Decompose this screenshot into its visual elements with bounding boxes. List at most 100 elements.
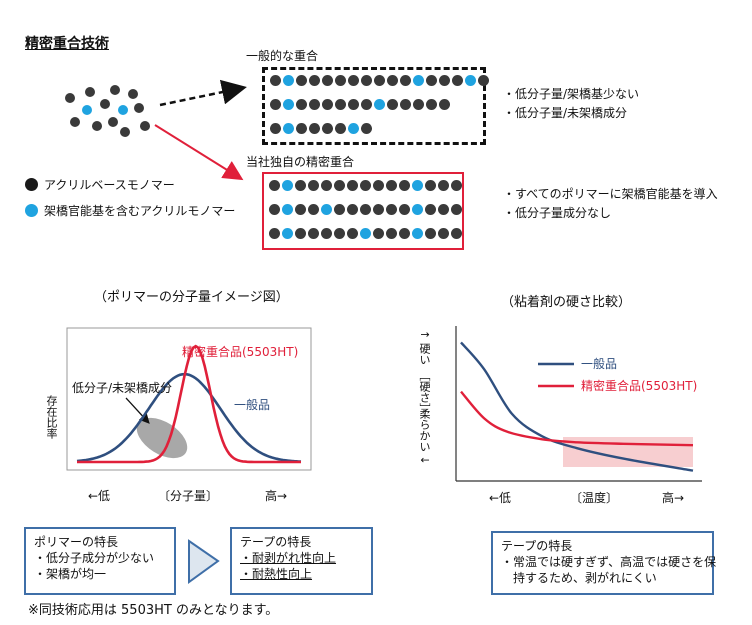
base-monomer-dot — [373, 228, 384, 239]
base-monomer-dot — [296, 123, 307, 134]
chart2-x-low: ←低 — [489, 491, 512, 505]
base-monomer-dot — [425, 228, 436, 239]
base-monomer-dot — [451, 180, 462, 191]
base-monomer-dot — [399, 204, 410, 215]
crosslink-monomer-icon — [25, 204, 38, 217]
base-monomer-dot — [373, 180, 384, 191]
base-monomer-dot — [296, 99, 307, 110]
base-monomer-dot — [347, 180, 358, 191]
base-monomer-dot — [308, 204, 319, 215]
chart1-xlabel: 〔分子量〕 — [158, 489, 219, 503]
polymer-feature-item: ・低分子成分が少ない — [34, 551, 155, 565]
chart2-xlabel: 〔温度〕 — [570, 491, 619, 505]
monomer-cluster — [60, 85, 155, 145]
crosslink-monomer-dot — [283, 75, 294, 86]
chart1-annotation: 低分子/未架橋成分 — [72, 381, 173, 395]
base-monomer-dot — [335, 99, 346, 110]
crosslink-monomer-dot — [465, 75, 476, 86]
base-monomer-dot — [438, 180, 449, 191]
polymer-chain — [270, 75, 489, 86]
tape-feature-item: ・耐熱性向上 — [240, 567, 313, 581]
proprietary-note: ・低分子量成分なし — [503, 206, 612, 220]
crosslink-monomer-dot — [360, 228, 371, 239]
tape-features-2-title: テープの特長 — [501, 539, 573, 553]
tape-features-box: テープの特長 ・耐剥がれ性向上 ・耐熱性向上 — [230, 527, 373, 595]
base-monomer-dot — [400, 99, 411, 110]
base-monomer-dot — [308, 180, 319, 191]
base-monomer-dot — [386, 204, 397, 215]
chart2-series-line — [460, 341, 694, 472]
tape-feature-2-text: 持するため、剥がれにくい — [501, 571, 657, 585]
base-monomer-dot — [425, 180, 436, 191]
crosslink-monomer-dot — [321, 204, 332, 215]
proprietary-chain-box — [262, 172, 464, 250]
polymer-chain — [270, 99, 450, 110]
crosslink-monomer-dot — [282, 228, 293, 239]
base-monomer-dot — [387, 75, 398, 86]
chart2-x-high: 高→ — [662, 491, 685, 505]
base-monomer-dot — [439, 75, 450, 86]
crosslink-monomer-dot — [282, 204, 293, 215]
crosslink-monomer-dot — [374, 99, 385, 110]
base-monomer-dot — [373, 204, 384, 215]
general-notes: ・低分子量/架橋基少ない ・低分子量/未架橋成分 — [503, 85, 639, 123]
base-monomer-dot — [426, 75, 437, 86]
polymer-chain — [269, 228, 462, 239]
base-monomer-dot — [334, 228, 345, 239]
legend-crosslink-label: 架橋官能基を含むアクリルモノマー — [44, 204, 236, 218]
tape-feature-item: ・耐剥がれ性向上 — [240, 551, 337, 565]
legend-base-label: アクリルベースモノマー — [44, 178, 175, 192]
crosslink-monomer-dot — [413, 75, 424, 86]
base-monomer-dot — [309, 99, 320, 110]
tape-feature-2-item: 持するため、剥がれにくい — [501, 570, 704, 586]
page-title: 精密重合技術 — [25, 36, 109, 52]
crosslink-monomer-dot — [348, 123, 359, 134]
base-monomer-dot — [296, 75, 307, 86]
base-monomer-dot — [347, 228, 358, 239]
base-monomer-dot — [269, 180, 280, 191]
base-monomer-dot — [321, 180, 332, 191]
base-monomer-dot — [295, 180, 306, 191]
base-monomer-dot — [322, 99, 333, 110]
chart1-legend-precision: 精密重合品(5503HT) — [182, 345, 299, 359]
base-monomer-dot — [348, 75, 359, 86]
base-monomer-dot — [360, 180, 371, 191]
polymer-chain — [270, 123, 372, 134]
base-monomer-dot — [295, 228, 306, 239]
base-monomer-dot — [451, 204, 462, 215]
base-monomer-dot — [269, 228, 280, 239]
base-monomer-dot — [386, 228, 397, 239]
base-monomer-dot — [270, 123, 281, 134]
base-monomer-dot — [309, 123, 320, 134]
base-monomer-dot — [361, 75, 372, 86]
base-monomer-dot — [322, 75, 333, 86]
base-monomer-dot — [361, 123, 372, 134]
base-monomer-dot — [439, 99, 450, 110]
proprietary-label: 当社独自の精密重合 — [246, 155, 355, 169]
base-monomer-dot — [360, 204, 371, 215]
chart1-ylabel: 存在比率 — [45, 395, 58, 439]
crosslink-monomer-dot — [282, 180, 293, 191]
base-monomer-dot — [335, 123, 346, 134]
chart2-ylabel-low: 柔らかい ↓ — [418, 408, 431, 465]
crosslink-monomer-dot — [412, 228, 423, 239]
base-monomer-dot — [399, 180, 410, 191]
base-monomer-dot — [400, 75, 411, 86]
chart2-legend-general: 一般品 — [581, 357, 618, 371]
base-monomer-dot — [452, 75, 463, 86]
base-monomer-dot — [334, 204, 345, 215]
crosslink-monomer-dot — [412, 180, 423, 191]
polymer-feature-item: ・架橋が均一 — [34, 567, 107, 581]
base-monomer-dot — [386, 180, 397, 191]
base-monomer-dot — [270, 99, 281, 110]
chart2-ylabel-high: ↑ 硬い — [418, 330, 431, 365]
base-monomer-dot — [387, 99, 398, 110]
base-monomer-dot — [399, 228, 410, 239]
chart1-legend-general: 一般品 — [234, 398, 271, 412]
chart1-title: （ポリマーの分子量イメージ図） — [94, 290, 289, 305]
chart1-frame — [66, 327, 312, 471]
polymer-features-title: ポリマーの特長 — [34, 535, 119, 549]
